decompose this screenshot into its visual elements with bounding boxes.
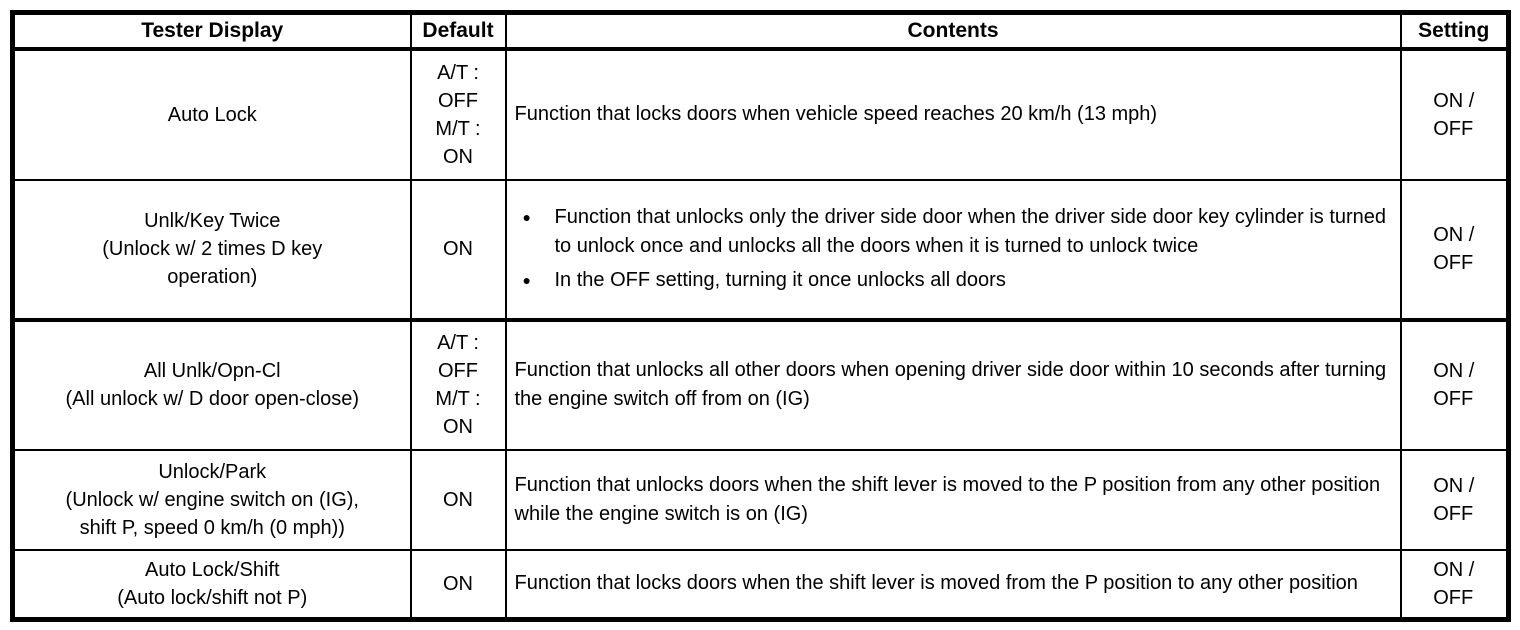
- default-cell: ON: [409, 448, 507, 551]
- tester-display-line: operation): [167, 266, 258, 288]
- setting-line: OFF: [1433, 502, 1474, 525]
- tester-display-line: Auto Lock: [167, 103, 257, 126]
- tester-display-cell: Unlk/Key Twice (Unlock w/ 2 times D key op…: [11, 178, 412, 322]
- contents-text: Function that unlocks doors when the shi…: [514, 473, 1381, 525]
- bullet-list-item: ● In the OFF setting, turning it once unl…: [513, 266, 1394, 295]
- setting-cell: ON / OFF: [1399, 448, 1510, 551]
- col-header-tester-display: Tester Display: [11, 11, 412, 51]
- setting-value: ON / OFF: [1433, 221, 1474, 277]
- table-row: Unlk/Key Twice (Unlock w/ 2 times D key op…: [11, 178, 1510, 322]
- default-value-line: A/T :: [437, 332, 479, 354]
- table-row: All Unlk/Opn-Cl (All unlock w/ D door ope…: [11, 318, 1510, 451]
- setting-line: OFF: [1433, 586, 1474, 609]
- default-cell: ON: [409, 548, 507, 621]
- contents-text: Function that locks doors when the shift…: [514, 572, 1358, 595]
- setting-line: ON /: [1433, 224, 1475, 246]
- col-header-setting: Setting: [1399, 11, 1510, 51]
- setting-line: ON /: [1433, 474, 1475, 497]
- contents-cell: ● Function that unlocks only the driver s…: [504, 178, 1402, 322]
- setting-value: ON / OFF: [1433, 357, 1474, 413]
- setting-cell: ON / OFF: [1399, 548, 1510, 621]
- tester-display-line: (Unlock w/ 2 times D key: [102, 238, 323, 260]
- contents-text: Function that unlocks all other doors wh…: [514, 359, 1387, 410]
- setting-line: ON /: [1433, 360, 1475, 382]
- default-value-line: OFF: [438, 89, 478, 112]
- default-value-line: ON: [443, 416, 473, 438]
- tester-display-cell: Auto Lock: [11, 47, 412, 181]
- customize-settings-table: Tester Display Default Contents Setting …: [10, 10, 1511, 622]
- bullet-text: Function that unlocks only the driver si…: [554, 206, 1387, 257]
- setting-line: OFF: [1433, 252, 1474, 274]
- default-cell: A/T : OFF M/T : ON: [409, 318, 507, 451]
- default-value-line: ON: [443, 488, 473, 511]
- tester-display-line: (Unlock w/ engine switch on (IG),: [65, 488, 359, 511]
- bullet-list-item: ● Function that unlocks only the driver s…: [513, 203, 1394, 261]
- tester-display-line: Auto Lock/Shift: [144, 558, 280, 581]
- default-value-line: A/T :: [437, 61, 479, 84]
- tester-display-cell: Unlock/Park (Unlock w/ engine switch on (…: [11, 448, 412, 551]
- setting-cell: ON / OFF: [1399, 178, 1510, 322]
- tester-display-line: Unlk/Key Twice: [144, 210, 281, 232]
- customize-settings-table-wrap: Tester Display Default Contents Setting …: [10, 10, 1511, 622]
- bullet-icon: ●: [522, 272, 531, 288]
- table-row: Auto Lock A/T : OFF M/T : ON Function that …: [11, 47, 1510, 181]
- setting-cell: ON / OFF: [1399, 318, 1510, 451]
- default-value-line: ON: [443, 238, 473, 260]
- contents-cell: Function that locks doors when vehicle s…: [504, 47, 1402, 181]
- tester-display-cell: Auto Lock/Shift (Auto lock/shift not P): [11, 548, 412, 621]
- contents-cell: Function that unlocks all other doors wh…: [504, 318, 1402, 451]
- bullet-icon: ●: [522, 209, 531, 225]
- default-value-line: M/T :: [435, 117, 481, 140]
- contents-text: Function that locks doors when vehicle s…: [514, 103, 1158, 125]
- tester-display-line: Unlock/Park: [158, 460, 267, 483]
- bullet-text: In the OFF setting, turning it once unlo…: [554, 269, 1006, 291]
- setting-value: ON / OFF: [1433, 556, 1474, 612]
- default-cell: A/T : OFF M/T : ON: [409, 47, 507, 181]
- contents-cell: Function that unlocks doors when the shi…: [504, 448, 1402, 551]
- setting-value: ON / OFF: [1433, 87, 1474, 143]
- setting-line: OFF: [1433, 388, 1474, 410]
- table-row: Auto Lock/Shift (Auto lock/shift not P) O…: [11, 548, 1510, 621]
- col-header-default: Default: [409, 11, 507, 51]
- tester-display-line: shift P, speed 0 km/h (0 mph)): [79, 516, 345, 539]
- default-value-line: M/T :: [435, 388, 481, 410]
- default-value-line: ON: [443, 572, 473, 595]
- tester-display-line: All Unlk/Opn-Cl: [143, 360, 281, 382]
- tester-display-cell: All Unlk/Opn-Cl (All unlock w/ D door ope…: [11, 318, 412, 451]
- setting-line: ON /: [1433, 558, 1475, 581]
- table-row: Unlock/Park (Unlock w/ engine switch on (…: [11, 448, 1510, 551]
- tester-display-line: (All unlock w/ D door open-close): [65, 388, 359, 410]
- default-cell: ON: [409, 178, 507, 322]
- setting-cell: ON / OFF: [1399, 47, 1510, 181]
- default-value-line: ON: [443, 145, 473, 168]
- default-value-line: OFF: [438, 360, 478, 382]
- col-header-contents: Contents: [504, 11, 1402, 51]
- header-row: Tester Display Default Contents Setting: [11, 11, 1510, 51]
- setting-line: OFF: [1433, 117, 1474, 140]
- setting-line: ON /: [1433, 89, 1475, 112]
- table-body: Auto Lock A/T : OFF M/T : ON Function that …: [11, 47, 1510, 621]
- contents-cell: Function that locks doors when the shift…: [504, 548, 1402, 621]
- setting-value: ON / OFF: [1433, 472, 1474, 528]
- tester-display-line: (Auto lock/shift not P): [117, 586, 308, 609]
